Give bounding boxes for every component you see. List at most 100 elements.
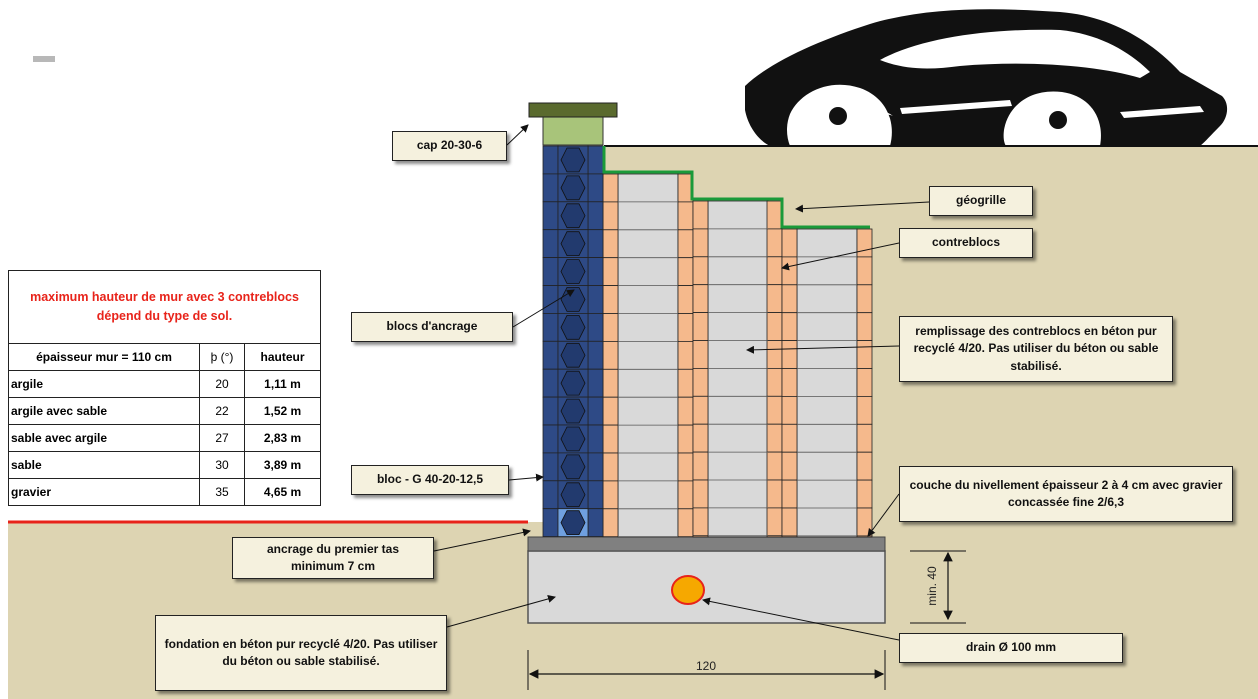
counterblock	[602, 396, 619, 426]
counterblock-fill	[617, 173, 679, 538]
callout-cap: cap 20-30-6	[392, 131, 507, 161]
table-cell-soil: argile	[8, 370, 200, 398]
face-block	[587, 145, 604, 175]
counterblock	[856, 340, 873, 369]
counterblock	[677, 257, 694, 287]
counterblock-fill	[796, 228, 858, 538]
face-block	[587, 368, 604, 398]
table-cell-height: 3,89 m	[244, 451, 321, 479]
table-cell-angle: 22	[199, 397, 245, 425]
hex-core	[560, 175, 586, 201]
table-cell-soil: gravier	[8, 478, 200, 506]
leader-lines	[433, 124, 930, 641]
dim-width-label: 120	[696, 659, 716, 673]
counterblock	[677, 480, 694, 510]
face-block	[587, 340, 604, 370]
callout-ancrage-premier: ancrage du premier tas minimum 7 cm	[232, 537, 434, 579]
table-row: gravier 35 4,65 m	[8, 478, 321, 506]
leveling-layer	[527, 536, 886, 552]
counterblock	[602, 452, 619, 482]
hex-core	[560, 426, 586, 452]
counterblock	[677, 285, 694, 314]
counterblock	[602, 508, 619, 538]
face-block	[542, 452, 559, 482]
face-block	[587, 424, 604, 454]
table-cell-soil: argile avec sable	[8, 397, 200, 425]
face-block	[587, 312, 604, 342]
callout-blocs-ancrage: blocs d'ancrage	[351, 312, 513, 342]
counterblock	[692, 367, 709, 397]
counterblock	[781, 284, 798, 314]
table-cell-angle: 20	[199, 370, 245, 398]
hex-core	[560, 259, 586, 284]
counterblock	[781, 340, 798, 369]
hex-core	[560, 147, 586, 173]
hex-core	[560, 203, 586, 229]
face-block	[542, 396, 559, 426]
counterblock	[602, 340, 619, 370]
counterblock	[856, 479, 873, 509]
counterblock	[766, 284, 783, 314]
table-cell-soil: sable	[8, 451, 200, 479]
car-icon	[745, 9, 1228, 147]
table-cell-angle: 27	[199, 424, 245, 452]
counterblock	[856, 507, 873, 537]
counterblock	[602, 173, 619, 203]
counterblock	[766, 256, 783, 286]
cap-block	[528, 102, 618, 118]
counterblock	[766, 228, 783, 258]
callout-couche: couche du nivellement épaisseur 2 à 4 cm…	[899, 466, 1233, 522]
hex-core	[560, 231, 586, 257]
counterblock	[677, 368, 694, 398]
face-block	[587, 201, 604, 231]
geogrid-line	[602, 146, 870, 229]
counterblock	[766, 340, 783, 369]
face-block	[542, 312, 559, 342]
counterblock	[766, 423, 783, 453]
table-row: sable 30 3,89 m	[8, 451, 321, 479]
cap-green	[542, 116, 604, 146]
hex-core	[560, 342, 586, 368]
table-cell-height: 2,83 m	[244, 424, 321, 452]
face-block	[587, 257, 604, 286]
counterblock	[692, 228, 709, 258]
table-cell-soil: sable avec argile	[8, 424, 200, 452]
counterblock	[781, 451, 798, 481]
counterblock	[677, 201, 694, 231]
hex-core	[560, 482, 586, 508]
counterblock	[781, 228, 798, 258]
counterblock	[781, 479, 798, 509]
face-block	[587, 452, 604, 482]
face-block	[542, 424, 559, 454]
counterblock	[856, 451, 873, 481]
counterblock	[856, 368, 873, 397]
counterblock	[677, 313, 694, 342]
callout-remplissage: remplissage des contreblocs en béton pur…	[899, 316, 1173, 382]
table-header-height: hauteur	[244, 343, 321, 371]
face-block	[542, 173, 559, 203]
face-block	[542, 201, 559, 231]
table-cell-height: 4,65 m	[244, 478, 321, 506]
counterblock	[781, 535, 798, 538]
table-cell-angle: 35	[199, 478, 245, 506]
table-title: maximum hauteur de mur avec 3 contrebloc…	[8, 270, 321, 344]
hex-core	[560, 314, 586, 340]
counterblock	[692, 200, 709, 230]
counterblock	[692, 395, 709, 425]
table-row: sable avec argile 27 2,83 m	[8, 424, 321, 452]
counterblock	[602, 257, 619, 287]
callout-geogrille: géogrille	[929, 186, 1033, 216]
counterblock	[602, 480, 619, 510]
counterblock	[602, 229, 619, 259]
counterblock	[766, 367, 783, 397]
counterblock	[602, 313, 619, 342]
counterblock	[677, 396, 694, 426]
counterblock	[856, 312, 873, 342]
counterblock	[766, 395, 783, 425]
table-row: argile 20 1,11 m	[8, 370, 321, 398]
counterblock	[856, 395, 873, 425]
counterblock	[677, 452, 694, 482]
counterblock	[766, 451, 783, 481]
counterblock	[781, 368, 798, 397]
counterblock	[766, 312, 783, 341]
